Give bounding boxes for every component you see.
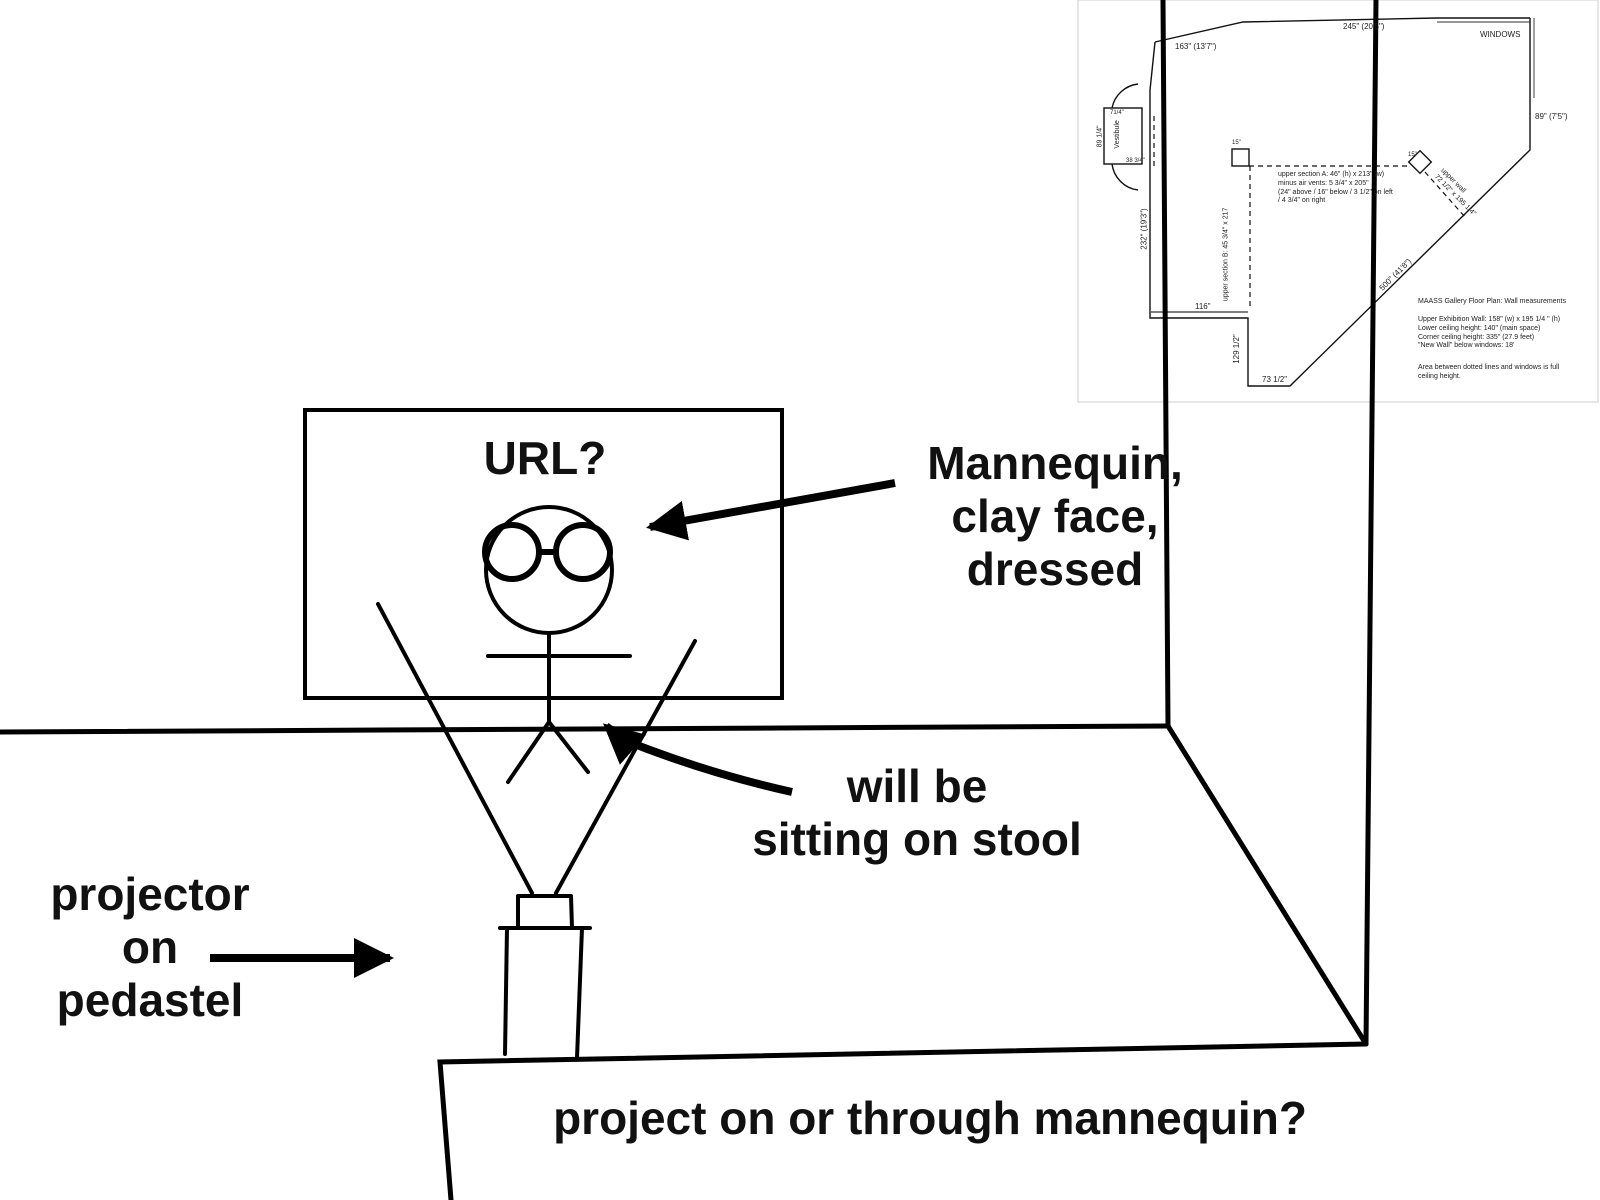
- fp-legend-title: MAASS Gallery Floor Plan: Wall measureme…: [1418, 298, 1566, 305]
- fp-section-b: upper section B: 45 3/4" x 217: [1222, 207, 1230, 302]
- question-label: project on or through mannequin?: [553, 1092, 1307, 1144]
- mannequin-label: Mannequin, clay face, dressed: [927, 437, 1183, 595]
- annotation-arrows: [210, 479, 896, 978]
- fp-dim-left-wall: 232" (19'3"): [1139, 208, 1149, 250]
- stool-arrow: [602, 722, 793, 796]
- fp-vest-h: 89 1/4": [1096, 125, 1104, 148]
- fp-box-left: 15": [1232, 140, 1241, 146]
- stool-label: will be sitting on stool: [752, 760, 1082, 865]
- fp-dim-top: 245" (20'5"): [1343, 22, 1385, 31]
- fp-dim-bottom-left: 116": [1195, 302, 1211, 311]
- mannequin-figure: [482, 505, 632, 784]
- mannequin-arrow: [646, 479, 896, 541]
- room-lines: [0, 0, 1379, 1200]
- screen-title: URL?: [483, 432, 607, 484]
- projector-label: projector on pedastel: [50, 868, 250, 1026]
- fp-dim-right: 89" (7'5"): [1535, 112, 1568, 121]
- projection-cone: [376, 602, 697, 895]
- projection-screen: [303, 408, 784, 700]
- fp-windows: WINDOWS: [1480, 30, 1521, 39]
- fp-section-a: upper section A: 46" (h) x 213" (w) minu…: [1278, 171, 1393, 205]
- fp-dim-top-left: 163" (13'7"): [1175, 42, 1217, 51]
- fp-vest-b: 38 3/4": [1126, 158, 1145, 164]
- fp-legend-note: Area between dotted lines and windows is…: [1418, 364, 1560, 380]
- fp-dim-lower-vert: 129 1/2": [1231, 334, 1241, 364]
- fp-vest-w: 71/4": [1110, 110, 1124, 116]
- fp-legend-lines: Upper Exhibition Wall: 158" (w) x 195 1/…: [1418, 316, 1561, 350]
- floor-plan-dashed: [1153, 116, 1466, 310]
- projector-pedestal: [498, 894, 592, 1060]
- fp-box-diamond: 15": [1408, 152, 1417, 158]
- fp-dim-bottom: 73 1/2": [1262, 375, 1288, 384]
- fp-vestibule: Vestibule: [1113, 120, 1121, 149]
